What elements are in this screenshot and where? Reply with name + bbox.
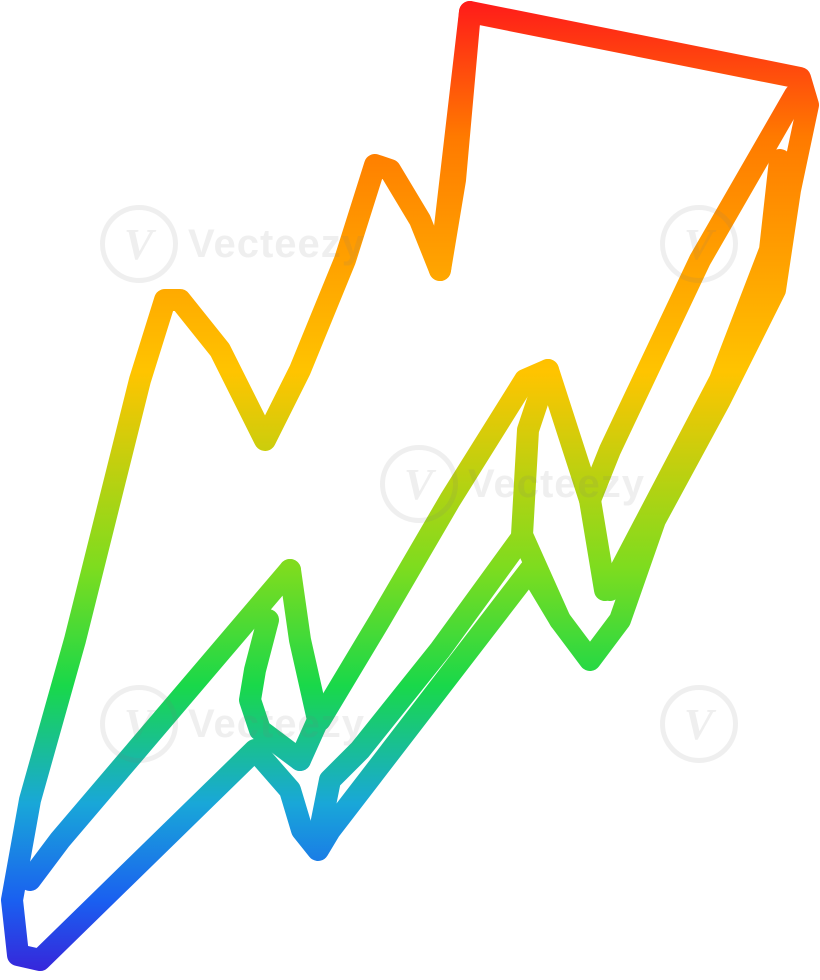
bolt-lower-fold-2	[239, 609, 311, 771]
bolt-inner-top	[429, 1, 481, 281]
bolt-lower-fold-3	[309, 529, 531, 841]
bolt-middle-fold-2	[579, 489, 616, 601]
bolt-inner-right-edge	[599, 149, 791, 601]
bolt-lower-face	[19, 559, 301, 891]
bolt-lower-fold	[279, 559, 329, 771]
bolt-middle-fold	[511, 359, 571, 631]
